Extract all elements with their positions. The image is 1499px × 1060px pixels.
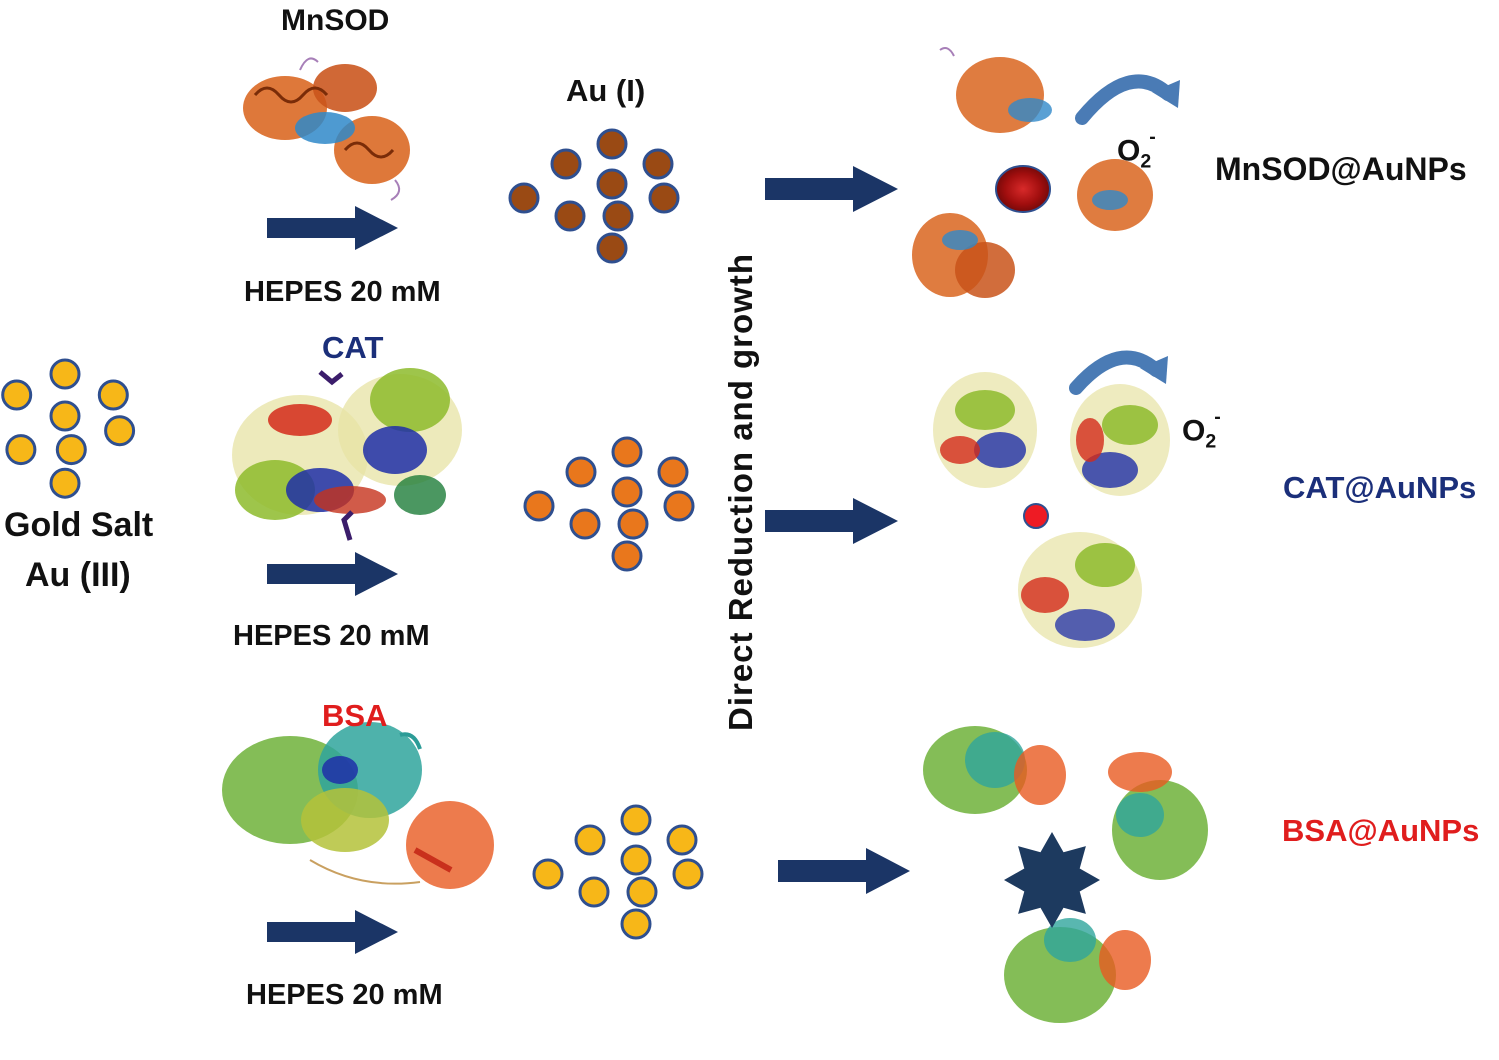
label-mnsod-aunps: MnSOD@AuNPs (1215, 151, 1467, 187)
particle (626, 876, 658, 908)
label-superoxide-1: O2- (1117, 126, 1156, 173)
au-i-particle-cluster (508, 128, 680, 264)
label-hepes-3: HEPES 20 mM (246, 979, 443, 1011)
label-hepes-2: HEPES 20 mM (233, 620, 430, 652)
particle (596, 168, 628, 200)
label-bsa-aunps: BSA@AuNPs (1282, 813, 1480, 848)
gold-particle-cluster (532, 804, 704, 940)
particle (508, 182, 540, 214)
particle (620, 844, 652, 876)
arrow-bsa-step (267, 910, 398, 954)
cat-protein-structure (232, 368, 462, 541)
particle (611, 436, 643, 468)
label-bsa: BSA (322, 698, 388, 733)
particle (611, 540, 643, 572)
particle (642, 148, 674, 180)
particle (565, 456, 597, 488)
mnsod-product-structure (912, 47, 1153, 298)
label-superoxide-2: O2- (1182, 406, 1221, 453)
arrow-mnsod-step (267, 206, 398, 250)
label-au-iii: Au (III) (25, 556, 131, 594)
particle (49, 467, 81, 499)
particle (554, 200, 586, 232)
particle (104, 415, 136, 447)
label-cat-aunps: CAT@AuNPs (1283, 470, 1477, 505)
particle (611, 476, 643, 508)
particle (666, 824, 698, 856)
particle (663, 490, 695, 522)
bsa-gold-nanostar (1004, 832, 1100, 928)
bsa-product-structure (923, 726, 1208, 1023)
particle (574, 824, 606, 856)
particle (672, 858, 704, 890)
particle (49, 358, 81, 390)
mnsod-protein-structure (243, 57, 410, 201)
cat-gold-nanoparticle (1023, 503, 1049, 529)
particle (620, 804, 652, 836)
arrow-cat-step (267, 552, 398, 596)
particle (657, 456, 689, 488)
nanostar-shape (1004, 832, 1100, 928)
curved-arrow-mnsod (1075, 74, 1180, 125)
particle (532, 858, 564, 890)
bsa-protein-structure (222, 722, 494, 889)
particle (550, 148, 582, 180)
particle (569, 508, 601, 540)
particle (49, 400, 81, 432)
arrow-reduction-2 (765, 498, 898, 544)
label-mnsod: MnSOD (281, 4, 390, 37)
particle (578, 876, 610, 908)
arrow-reduction-3 (778, 848, 910, 894)
particle (1, 379, 33, 411)
particle (55, 434, 87, 466)
label-au-i: Au (I) (566, 73, 646, 108)
particle (5, 434, 37, 466)
gold-salt-particle-cluster (1, 358, 136, 499)
particle (602, 200, 634, 232)
label-gold-salt: Gold Salt (4, 506, 154, 544)
label-direct-reduction-growth: Direct Reduction and growth (722, 252, 759, 732)
mnsod-gold-nanoparticle (995, 165, 1051, 213)
cat-product-structure (933, 372, 1170, 648)
particle (596, 232, 628, 264)
label-cat: CAT (322, 330, 384, 365)
particle (97, 379, 129, 411)
label-hepes-1: HEPES 20 mM (244, 276, 441, 308)
particle (620, 908, 652, 940)
particle (523, 490, 555, 522)
particle (648, 182, 680, 214)
particle (596, 128, 628, 160)
particle (617, 508, 649, 540)
orange-particle-cluster (523, 436, 695, 572)
arrow-reduction-1 (765, 166, 898, 212)
curved-arrow-cat (1069, 350, 1168, 395)
